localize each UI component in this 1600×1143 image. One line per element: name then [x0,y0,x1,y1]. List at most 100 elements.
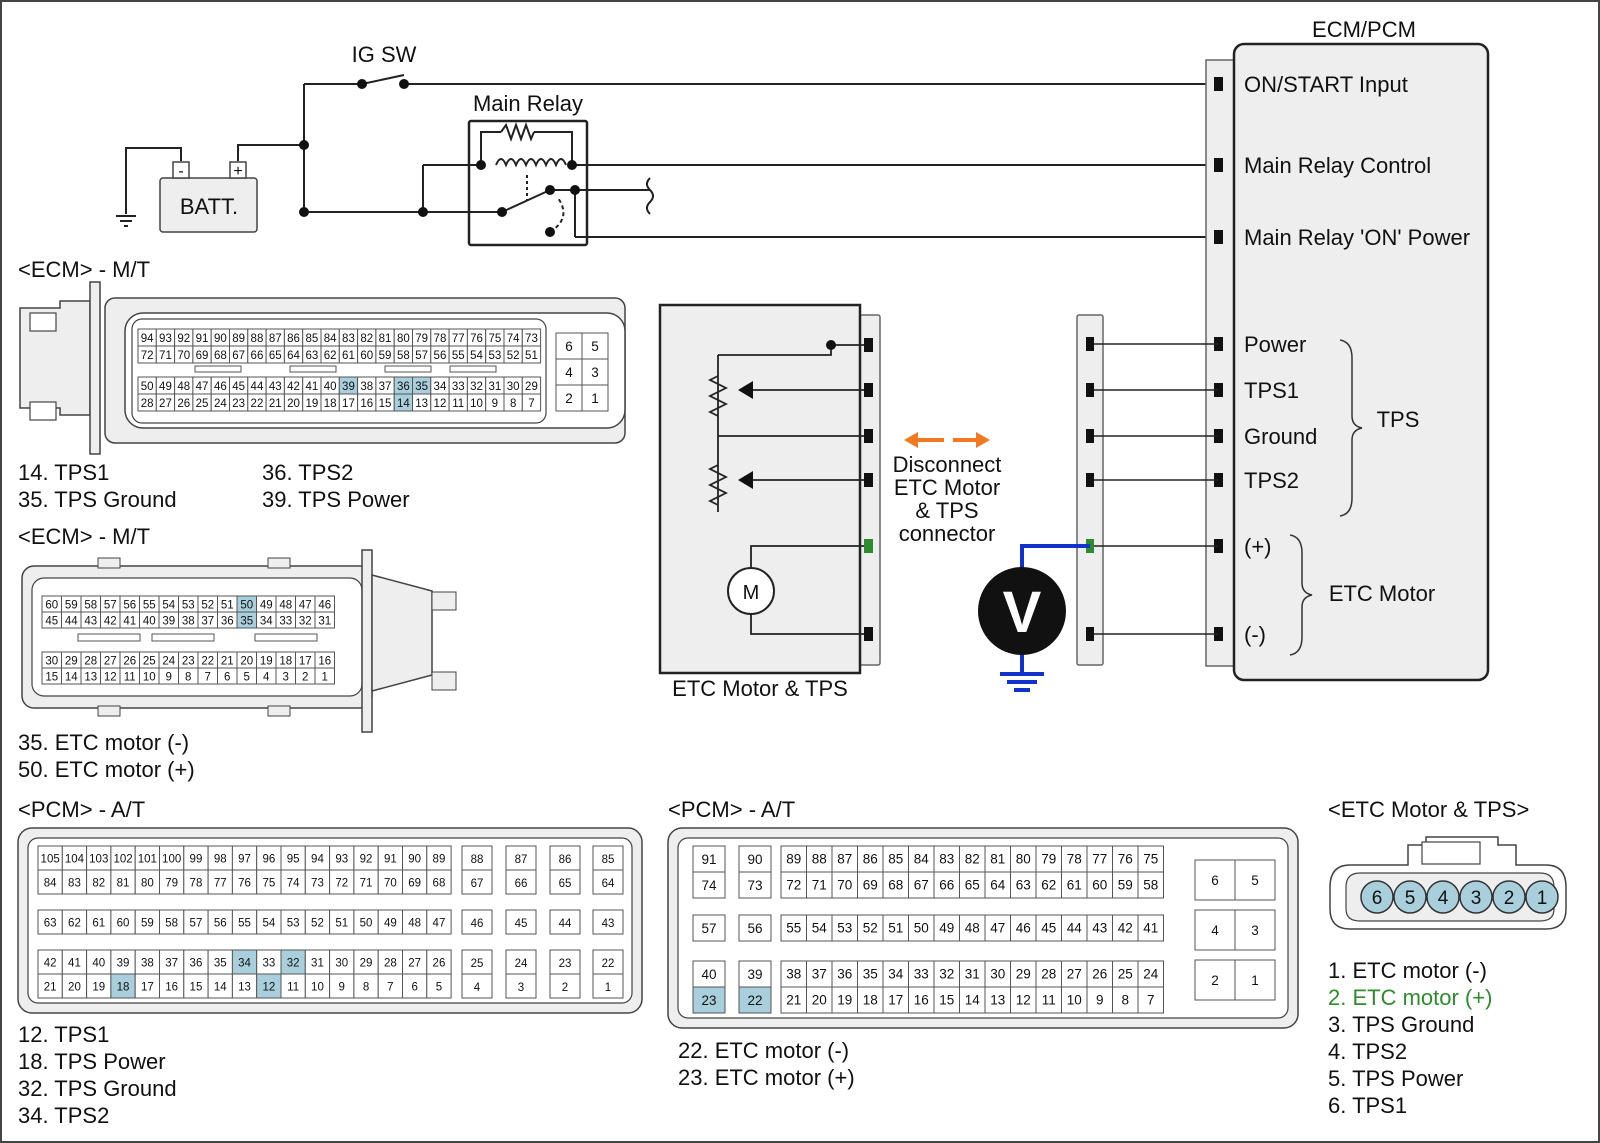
ecm-mt2-pin-number: 25 [143,656,156,668]
ecm-mt1-side-pin-number: 2 [565,391,573,406]
pcm-at1-pin-number: 59 [141,918,154,930]
etc-node [826,340,836,350]
ecm-mt1-pin-number: 21 [269,398,282,410]
pcm-at2-cell [806,960,833,988]
pcm-at1-cell [110,845,136,871]
ecm-mt1-pin-number: 55 [452,350,465,362]
ecm-pin-label: ON/START Input [1244,72,1408,97]
pcm-at1-cell [86,869,112,895]
pcm-at2-side-cell [1194,859,1236,901]
pcm-at2-cell [1137,914,1164,942]
connector-key [384,365,432,373]
pcm-at2-pin-number: 47 [990,921,1005,936]
ecm-mt2-pin-number: 38 [182,616,195,628]
ecm-mt1-pin-number: 10 [470,398,483,410]
pcm-at2-pin-number: 19 [837,993,852,1008]
ecm-mt1-side-cell [581,384,609,412]
ecm-mt1-pin-number: 70 [177,350,190,362]
pcm-at2-pin-number: 27 [1067,967,1082,982]
pcm-at2-cell [933,871,960,899]
pcm-at2-pin-number: 77 [1092,852,1107,867]
pcm-at1-side-pin-number: 46 [471,918,484,930]
pcm-at1-side-cell [549,845,581,871]
pcm-at1-pin-number: 80 [141,878,154,890]
ecm-pin-terminal [1214,429,1223,443]
pcm-at2-pin-number: 15 [939,993,954,1008]
pcm-at1-pin-number: 94 [311,854,324,866]
pcm-at1-side-cell [461,973,493,999]
pcm-at1-pin-number: 102 [113,854,132,866]
pcm-at2-a-cell [692,986,726,1014]
pcm-at2-pin-number: 14 [965,993,981,1008]
pcm-at1-cell [207,949,233,975]
pcm-at1-pin-number: 89 [433,854,446,866]
ecm-mt1-pin-number: 34 [434,381,447,393]
etc-motor-group-label: ETC Motor [1329,581,1435,606]
etc-conn-note: 2. ETC motor (+) [1328,985,1492,1010]
ecm-mt2-title: <ECM> - M/T [18,524,150,549]
ecm-mt2-pin-number: 23 [182,656,195,668]
pcm-at2-pin-number: 7 [1147,993,1155,1008]
ecm-mt1-pin-number: 78 [434,333,447,345]
pcm-at2-pin-number: 68 [888,878,903,893]
ecm-mt1-cell [521,345,542,364]
pcm-at1-pin-number: 91 [384,854,397,866]
pcm-at1-side-cell [461,869,493,895]
pcm-at2-pin-number: 10 [1067,993,1082,1008]
ecm-mt1-pin-number: 56 [434,350,447,362]
pcm-at1-cell [426,845,452,871]
ecm-mt1-pin-number: 54 [470,350,483,362]
etc-pin-terminal [864,539,873,553]
pcm-at1-side-cell [549,869,581,895]
ecm-mt1-cell [521,393,542,412]
pcm-at2-pin-number: 30 [990,967,1005,982]
ecm-mt2-pin-number: 26 [123,656,136,668]
ecm-mt1-side-cell [581,358,609,386]
ecm-mt2-pin-number: 19 [260,656,273,668]
harness-wires [1086,337,1218,641]
pcm-at2-pin-number: 38 [786,967,801,982]
ig-switch-label: IG SW [352,42,417,67]
pcm-at2-cell [1112,914,1139,942]
pcm-at1-title: <PCM> - A/T [18,797,145,822]
ecm-mt1-pin-number: 24 [214,398,227,410]
ecm-mt1-pin-number: 73 [525,333,538,345]
pcm-at1-pin-number: 7 [387,982,393,994]
ecm-mt2-pin-number: 22 [201,656,214,668]
pcm-at1-pin-number: 83 [68,878,81,890]
pcm-at1-side-pin-number: 65 [559,878,572,890]
pcm-at2-pin-number: 44 [1067,921,1083,936]
pcm-at1-side-pin-number: 25 [471,958,484,970]
pcm-at1-pin-number: 30 [335,958,348,970]
pcm-at1-pin-number: 32 [287,958,300,970]
tps-group-label: TPS [1377,407,1420,432]
etc-conn-pin [1525,880,1559,914]
ecm-mt1-pin-number: 36 [397,381,410,393]
ecm-mt1-pin-number: 80 [397,333,410,345]
pcm-at1-pin-number: 42 [44,958,57,970]
pcm-at1-pin-number: 71 [360,878,373,890]
pcm-at1-pin-number: 48 [408,918,421,930]
ecm-mt2-pin-number: 35 [240,616,253,628]
pcm-at2-cell [857,845,884,873]
pcm-at2-pin-number: 66 [939,878,954,893]
pcm-at1-side-pin-number: 66 [515,878,528,890]
ecm-mt1-pin-number: 33 [452,381,465,393]
harness-terminal [1086,473,1094,487]
pcm-at1-cell [183,869,209,895]
ecm-mt1-pin-number: 42 [287,381,300,393]
pcm-at1-note: 12. TPS1 [18,1022,109,1047]
pcm-at2-pin-number: 25 [1118,967,1133,982]
pcm-at2-cell [984,871,1011,899]
pcm-at1-side-pin-number: 88 [471,854,484,866]
ecm-mt1-pin-number: 23 [232,398,245,410]
pcm-at2-side-pin-number: 6 [1211,873,1219,888]
pcm-at1-pin-number: 14 [214,982,227,994]
ecm-mt1-pin-number: 52 [507,350,520,362]
pcm-at1-side-cell [505,909,537,935]
ecm-mt2-pin-number: 59 [65,600,78,612]
pcm-at2-pin-number: 72 [786,878,801,893]
ecm-mt1-pin-number: 14 [397,398,410,410]
etc-conn-note: 6. TPS1 [1328,1093,1407,1118]
